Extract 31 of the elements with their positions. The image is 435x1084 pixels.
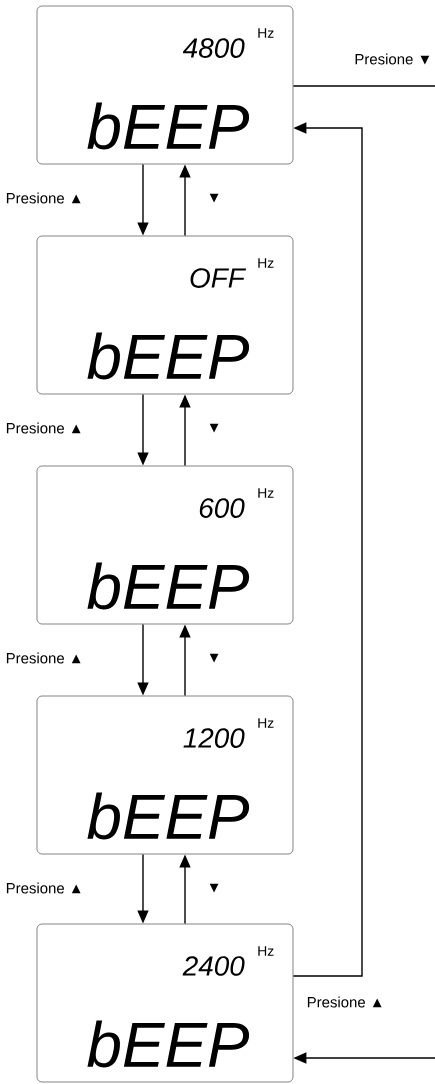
unit-label: Hz [258, 28, 274, 38]
lcd-word: bEEP [87, 332, 250, 380]
edge-label: Presione ▲ [4, 191, 86, 205]
edge-label: ▼ [205, 422, 223, 434]
lcd-display [36, 465, 294, 625]
lcd-word: bEEP [87, 1020, 250, 1068]
edge-label: ▼ [205, 882, 223, 894]
lcd-word: bEEP [87, 562, 250, 610]
edge-label: ▼ [205, 652, 223, 664]
lcd-digits: 600 [199, 498, 245, 518]
lcd-display [36, 235, 294, 395]
edge-label: Presione ▲ [4, 651, 86, 665]
lcd-digits: 2400 [182, 956, 245, 976]
lcd-digits: 1200 [183, 728, 245, 748]
arrow [292, 122, 363, 977]
lcd-display [36, 5, 294, 165]
lcd-digits: OFF [190, 268, 247, 288]
edge-label: Presione ▲ [4, 881, 86, 895]
lcd-display [36, 695, 294, 855]
unit-label: Hz [258, 718, 274, 728]
edge-label: ▼ [205, 192, 223, 204]
edge-label: Presione ▼ [352, 52, 434, 66]
edge-label: Presione ▲ [4, 421, 86, 435]
lcd-digits: 4800 [182, 38, 245, 58]
lcd-display [36, 923, 294, 1083]
lcd-word: bEEP [87, 792, 250, 840]
unit-label: Hz [258, 488, 274, 498]
unit-label: Hz [258, 258, 274, 268]
edge-label: Presione ▲ [305, 995, 387, 1009]
unit-label: Hz [258, 946, 274, 956]
lcd-word: bEEP [87, 102, 250, 150]
